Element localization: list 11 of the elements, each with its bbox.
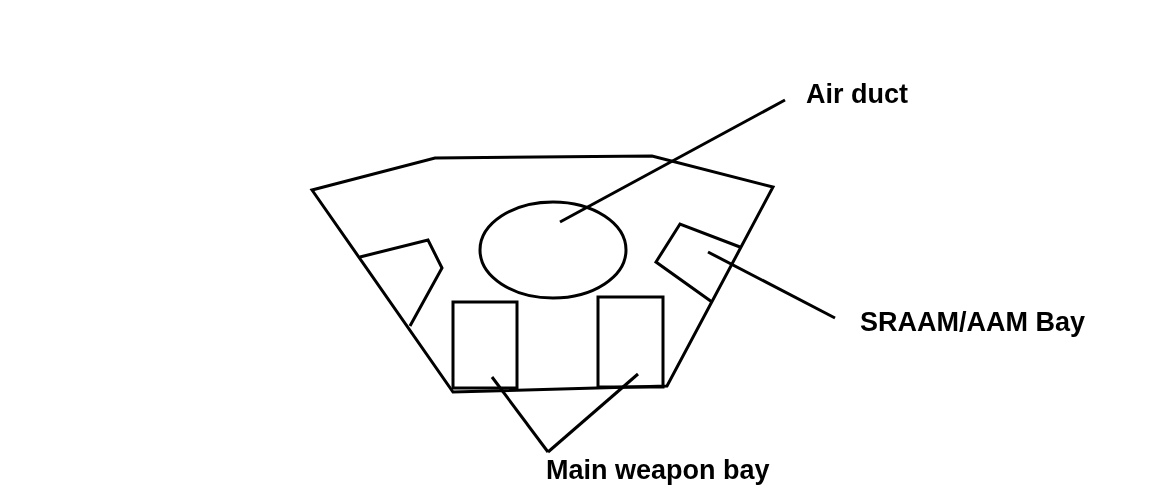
leader-line xyxy=(707,250,836,320)
leader-line xyxy=(559,98,786,224)
leader-line xyxy=(490,376,550,453)
weapon-bay-rectangle xyxy=(451,300,519,390)
callout-label: Main weapon bay xyxy=(546,454,771,487)
weapon-bay-rectangle xyxy=(596,295,665,389)
air-duct-ellipse xyxy=(478,200,628,300)
callout-label: SRAAM/AAM Bay xyxy=(860,306,1087,339)
callout-label: Air duct xyxy=(806,78,909,111)
leader-line xyxy=(547,372,639,454)
missile-bay-outline xyxy=(653,222,741,304)
